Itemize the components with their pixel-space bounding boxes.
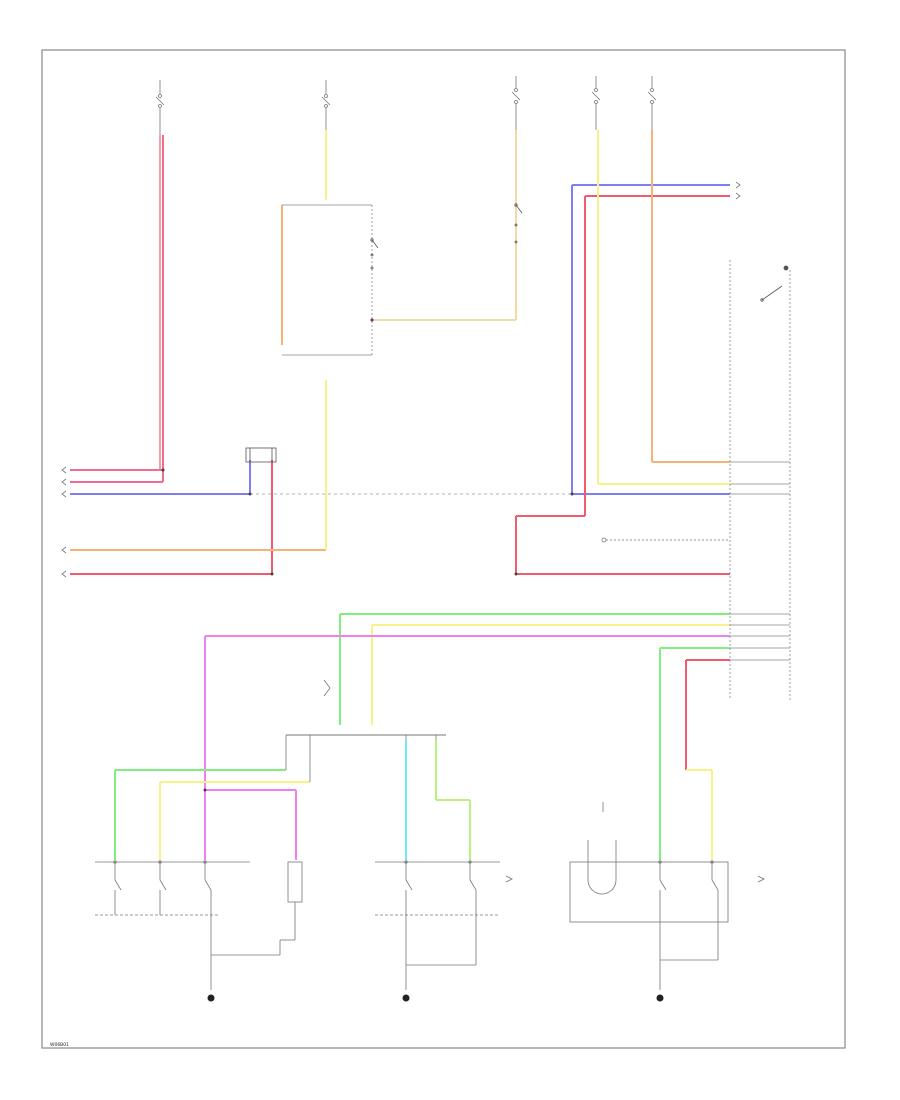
relay-switch [370, 238, 379, 270]
wire-red-junction [70, 460, 273, 575]
fuse-source-4 [591, 76, 601, 130]
wire-green-lower [339, 613, 730, 725]
wire-yellow-branch [159, 781, 310, 860]
fuse-source-3 [511, 76, 521, 130]
switch-group-right [569, 802, 729, 990]
wire-green-branch [114, 769, 286, 860]
lower-splice-drops [285, 735, 437, 782]
left-connectors [61, 466, 67, 578]
wire-blue-bus [70, 184, 730, 495]
ground-left [207, 994, 215, 1002]
group-arrows [505, 875, 765, 883]
diagram-border [41, 49, 846, 1049]
fuse-source-1 [155, 80, 165, 135]
switch-upper-right [760, 265, 789, 302]
relay-box [282, 204, 373, 356]
junction-block [245, 447, 277, 463]
ground-mid [402, 994, 410, 1002]
wire-red-right [685, 659, 730, 770]
mid-right-component [601, 537, 730, 543]
wire-red-fuse4 [515, 195, 730, 575]
wire-yellow-lower [371, 624, 730, 725]
relay-switch-2 [514, 203, 523, 244]
wire-orange-fuse5 [651, 130, 730, 463]
wire-lightgreen-branch [435, 740, 471, 860]
switch-group-left [95, 860, 303, 990]
connector-top-right [735, 181, 741, 200]
wire-green-right [659, 647, 730, 860]
wire-orange-lower [70, 380, 327, 551]
wire-tan-fuse3 [372, 130, 517, 321]
wire-pink-fuse1 [70, 135, 164, 483]
right-harness [729, 260, 791, 700]
ground-right [656, 994, 664, 1002]
fuse-source-5 [647, 76, 657, 130]
ground-symbol-mid [323, 679, 331, 697]
wire-yellow-fuse4 [597, 130, 730, 485]
wire-yellow-right [686, 769, 713, 860]
junction-dots [161, 318, 574, 792]
wire-magenta-lower [204, 635, 730, 860]
switch-group-mid [375, 860, 500, 990]
fuse-source-2 [321, 80, 331, 130]
figure-code: W06B01 [50, 1042, 69, 1048]
